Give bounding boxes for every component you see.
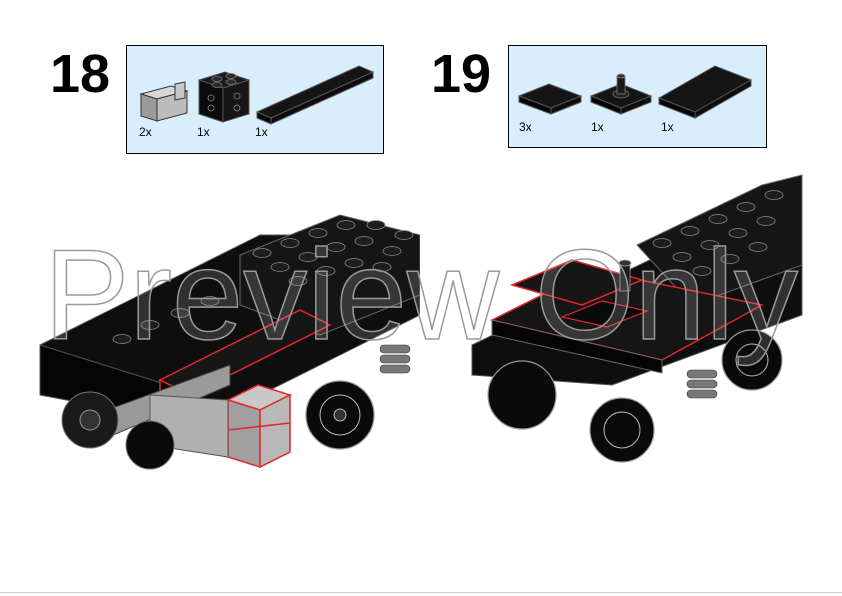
step-19-number: 19	[431, 44, 492, 104]
preview-watermark: Preview Only	[43, 224, 799, 367]
black-tile-2x2-part-icon	[517, 83, 583, 115]
step-18-model-illustration	[39, 214, 420, 470]
part-qty: 1x	[591, 120, 604, 134]
step-18-parts-box: 2x 1x 1x	[126, 45, 384, 154]
part-qty: 1x	[197, 125, 210, 139]
part-qty: 2x	[139, 125, 152, 139]
step-19-parts-box: 3x 1x 1x	[508, 45, 767, 148]
black-tile-long-part-icon	[255, 65, 375, 125]
step-18-number: 18	[50, 44, 111, 104]
light-gray-bracket-part-icon	[139, 81, 189, 122]
page-bottom-rule	[0, 592, 842, 593]
black-tile-2x4-part-icon	[657, 65, 753, 119]
part-qty: 1x	[661, 120, 674, 134]
step-19-model-illustration	[471, 174, 803, 463]
black-brick-2x2-part-icon	[197, 71, 251, 123]
part-qty: 3x	[519, 120, 532, 134]
black-plate-with-pin-part-icon	[589, 73, 653, 115]
part-qty: 1x	[255, 125, 268, 139]
